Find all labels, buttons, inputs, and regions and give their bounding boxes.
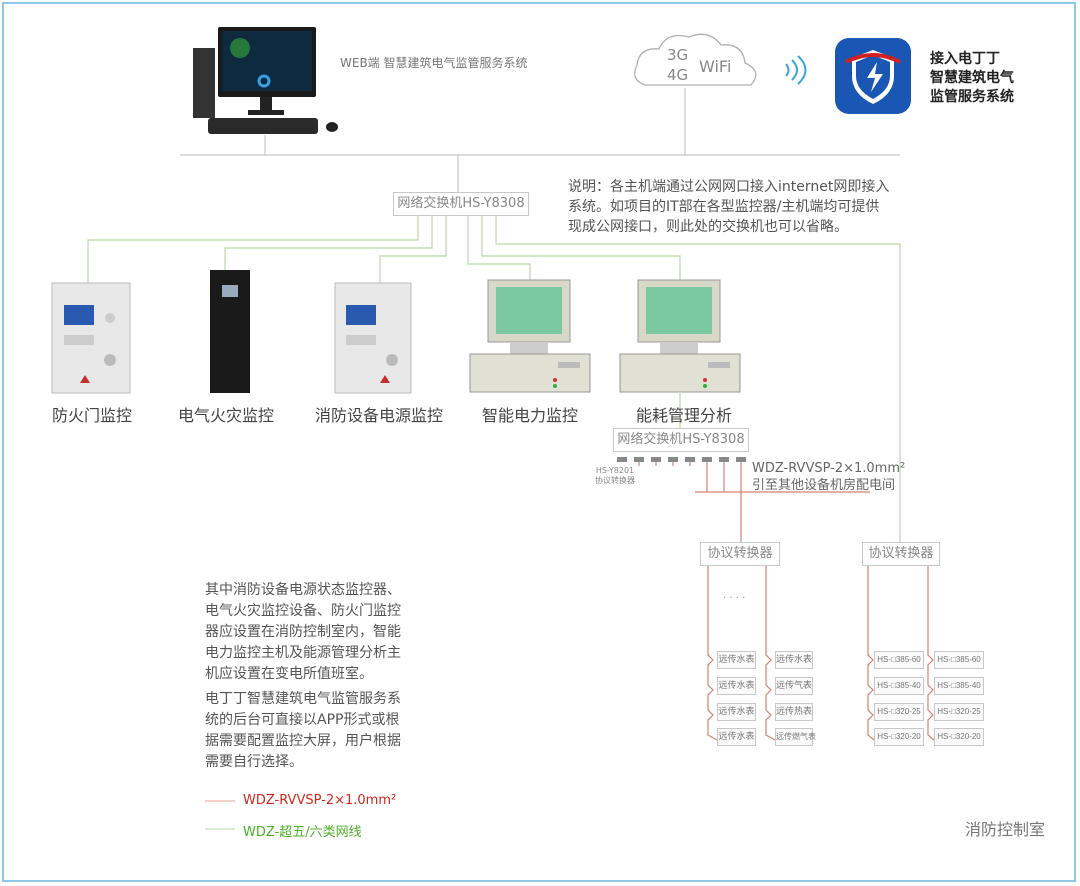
note-line: 据需要配置监控大屏，用户根据 [205, 733, 401, 749]
note-line: 电力监控主机及能源管理分析主 [205, 645, 401, 661]
device-label-electrical-fire: 电气火灾监控 [178, 406, 275, 425]
device-label-fire-power: 消防设备电源监控 [315, 406, 444, 425]
note-line: 电丁丁智慧建筑电气监管服务系 [205, 691, 401, 707]
second-network-switch: 网络交换机HS-Y8308 [613, 428, 749, 452]
protocol-converter-left: 协议转换器 [700, 542, 780, 566]
top-note: 说明：各主机端通过公网网口接入internet网即接入 系统。如项目的IT部在各… [568, 177, 889, 237]
switch-ports [617, 457, 746, 462]
network-lines [87, 215, 901, 542]
note-line: 系统。如项目的IT部在各型监控器/主机端均可提供 [568, 199, 880, 215]
note-line: 说明：各主机端通过公网网口接入internet网即接入 [568, 179, 890, 195]
meter-box: 远传水表 [775, 651, 813, 669]
note-line: 电气火灾监控设备、防火门监控 [205, 603, 401, 619]
cable-note: WDZ-RVVSP-2×1.0mm² 引至其他设备机房配电间 [752, 460, 905, 494]
backbone-lines [180, 88, 900, 192]
note-line: 现成公网接口，则此处的交换机也可以省略。 [568, 219, 848, 235]
cloud-4g: 4G [667, 66, 689, 84]
meter-box: 远传水表 [717, 677, 756, 695]
protocol-converter-right: 协议转换器 [862, 542, 940, 566]
room-label: 消防控制室 [965, 820, 1046, 839]
device-label-power-monitor: 智能电力监控 [482, 406, 579, 425]
converter-model: HS-Y8201 [595, 466, 635, 475]
app-label-line: 监管服务系统 [930, 89, 1014, 105]
meter-box: 远传水表 [717, 651, 756, 669]
hs-meter-box: HS-□385-40 [874, 677, 924, 695]
note-line: 其中消防设备电源状态监控器、 [205, 582, 401, 598]
hs-meter-box: HS-□320-25 [934, 703, 984, 721]
meter-box: 远传燃气表 [775, 728, 816, 746]
meter-box: 远传气表 [775, 677, 813, 695]
app-label-line: 接入电丁丁 [930, 51, 1000, 67]
note-line: 统的后台可直接以APP形式或根 [205, 712, 400, 728]
hs-meter-box: HS-□385-40 [934, 677, 984, 695]
hs-meter-box: HS-□320-20 [934, 728, 984, 746]
hs-meter-box: HS-□385-60 [934, 651, 984, 669]
device-icons [51, 27, 911, 394]
note-line: 需要自行选择。 [205, 754, 303, 770]
web-system-label: WEB端 智慧建筑电气监管服务系统 [340, 56, 528, 70]
meter-box: 远传水表 [717, 703, 756, 721]
rs485-lines [638, 462, 935, 741]
main-network-switch: 网络交换机HS-Y8308 [393, 192, 529, 216]
bottom-note: 其中消防设备电源状态监控器、 电气火灾监控设备、防火门监控 器应设置在消防控制室… [205, 580, 401, 773]
device-label-energy: 能耗管理分析 [636, 406, 733, 425]
meter-box: 远传热表 [775, 703, 813, 721]
converter-name: 协议转换器 [595, 476, 635, 485]
note-line: 器应设置在消防控制室内，智能 [205, 624, 401, 640]
device-label-fire-door: 防火门监控 [52, 406, 133, 425]
legend-red-label: WDZ-RVVSP-2×1.0mm² [243, 793, 397, 808]
cable-destination: 引至其他设备机房配电间 [752, 478, 896, 493]
cloud-wifi: WiFi [699, 57, 732, 76]
hs-meter-box: HS-□385-60 [874, 651, 924, 669]
note-line: 机应设置在变电所值班室。 [205, 666, 373, 682]
meter-box: 远传水表 [717, 728, 756, 746]
app-label-line: 智慧建筑电气 [930, 70, 1014, 86]
legend-green-label: WDZ-超五/六类网线 [243, 825, 362, 840]
hs-meter-box: HS-□320-25 [874, 703, 924, 721]
app-label: 接入电丁丁 智慧建筑电气 监管服务系统 [930, 50, 1014, 107]
hs-meter-box: HS-□320-20 [874, 728, 924, 746]
cable-spec: WDZ-RVVSP-2×1.0mm² [752, 461, 906, 476]
cloud-3g: 3G [667, 46, 689, 64]
small-converter-label: HS-Y8201 协议转换器 [595, 466, 635, 486]
ellipsis-dots: · · · · [723, 593, 746, 604]
